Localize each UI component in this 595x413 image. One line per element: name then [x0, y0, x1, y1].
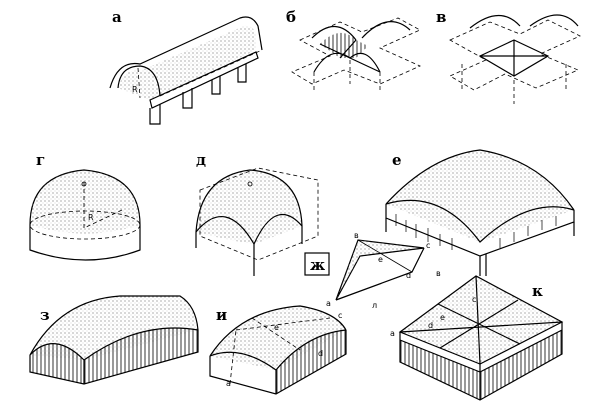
figure-a-barrel-vault: а R [109, 8, 263, 125]
zh-end-hatch [30, 343, 84, 384]
hypar-line-l: л [372, 301, 377, 310]
z-box [209, 329, 347, 395]
z-side-hatch [276, 330, 346, 394]
figure-g-dome: г R [29, 151, 141, 261]
figure-i-hypar-element: ж а в с d е л [304, 231, 430, 310]
barrel-surface [118, 25, 256, 101]
zh-box [29, 327, 199, 385]
z-point-c: с [338, 311, 342, 320]
hypar-point-c: с [426, 241, 430, 250]
barrel-front-arch [117, 65, 161, 97]
figure-label-b: б [286, 8, 296, 26]
figure-label-e: е [392, 151, 402, 169]
hypar-point-a: а [326, 299, 331, 308]
figure-label-g: г [36, 151, 45, 169]
figure-label-i-box [304, 252, 330, 276]
k-point-c: с [472, 295, 476, 304]
hypar-point-e: е [378, 255, 383, 264]
zh-shell-surface [30, 296, 198, 360]
cloister-creases [480, 40, 548, 76]
hypar-point-d: d [406, 271, 411, 280]
zh-shell-outline [29, 295, 199, 356]
shell-edge-arches [385, 199, 575, 243]
k-point-d: d [428, 321, 433, 330]
figure-label-a: а [112, 8, 122, 26]
groin-plan-dashed [291, 17, 421, 85]
hypar-point-b: в [354, 231, 359, 240]
zh-side-hatch [84, 328, 198, 384]
dome-drum [29, 225, 141, 261]
groin-diagonals [319, 39, 381, 73]
cloister-arch-1 [469, 14, 521, 29]
sail-columns [195, 226, 303, 276]
cloister-arch-2 [529, 14, 579, 27]
barrel-radius-line [137, 67, 141, 99]
figure-label-z: и [216, 306, 227, 324]
barrel-beam [149, 51, 259, 109]
figure-k-hypar-roof: к а в с d е [390, 269, 564, 401]
barrel-buttress-4 [237, 64, 247, 83]
barrel-dashed-axis [159, 49, 263, 97]
figure-label-k: к [532, 282, 543, 300]
barrel-outline [109, 16, 263, 89]
k-point-b: в [436, 269, 441, 278]
z-point-a: а [226, 379, 231, 388]
z-point-e: е [274, 323, 279, 332]
groin-arch-1 [311, 25, 357, 41]
figure-z-ribbed-shell: и а е с d [209, 305, 347, 395]
shell-top-outline [385, 149, 575, 211]
k-point-a: а [390, 329, 395, 338]
k-side-hatch [480, 330, 562, 400]
k-roof-surface [400, 276, 562, 364]
dome-surface [30, 170, 140, 234]
hypar-surface [336, 240, 424, 300]
figure-e-shell-roof: е [385, 149, 575, 276]
cloister-plan-dashed [449, 19, 581, 91]
sail-apex-marker [247, 181, 253, 187]
z-dashed-lines [229, 317, 331, 385]
figure-label-v: в [436, 8, 446, 26]
radius-label-g: R [88, 213, 94, 222]
shell-surface [386, 150, 574, 242]
hypar-diagonals [357, 239, 425, 273]
k-front-hatch [400, 340, 480, 400]
shell-ribs [395, 214, 557, 250]
groin-piers [313, 60, 381, 92]
figure-label-i: ж [310, 256, 325, 274]
z-shell-outline [209, 305, 347, 357]
sail-front-arches [195, 214, 303, 245]
dome-apex-marker [81, 181, 87, 187]
barrel-buttress-3 [211, 76, 221, 95]
sail-outline [195, 169, 303, 233]
shell-columns [385, 218, 575, 276]
figure-zh-cylindrical-shell: з [29, 295, 199, 385]
z-point-d: d [318, 349, 323, 358]
groin-arch-2 [361, 21, 411, 39]
cloister-piers [461, 64, 567, 104]
figure-d-sail-vault: д [195, 151, 319, 276]
k-point-e: е [440, 313, 445, 322]
dome-radius-lines [83, 182, 123, 229]
k-roof-creases [399, 275, 563, 365]
figure-v-cloister-vault: в [436, 8, 581, 104]
sail-surface [196, 170, 302, 244]
figure-b-groin-vault: б [286, 8, 421, 92]
barrel-buttress-1 [149, 104, 161, 125]
figure-label-zh: з [40, 306, 50, 324]
radius-label-a: R [132, 85, 138, 94]
k-box [399, 322, 563, 401]
barrel-buttress-2 [182, 88, 193, 109]
figure-label-d: д [196, 151, 206, 169]
groin-hatched-cell [320, 32, 368, 58]
